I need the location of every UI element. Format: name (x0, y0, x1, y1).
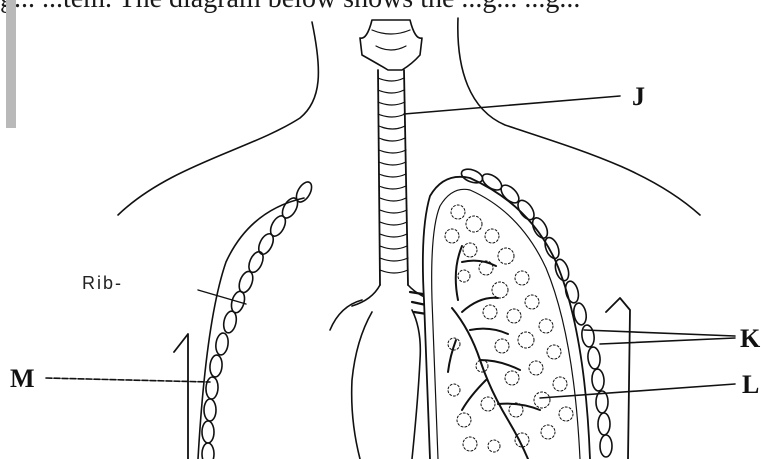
label-rib: Rib- (82, 274, 123, 292)
leader-line-k-lower (600, 338, 735, 344)
label-k: K (740, 326, 760, 352)
right-neck-outline (458, 18, 700, 215)
left-rib-chain (202, 179, 315, 459)
leader-line-m (46, 378, 210, 382)
label-j: J (632, 84, 645, 110)
left-lung-outline (198, 198, 304, 459)
trachea (378, 70, 408, 285)
heart-outline (352, 310, 421, 459)
leader-line-j (404, 96, 620, 114)
left-body-wall (174, 334, 188, 459)
larynx (360, 20, 422, 70)
leader-line-k-upper (584, 330, 735, 336)
right-body-wall (606, 298, 630, 459)
label-l: L (742, 372, 759, 398)
left-neck-outline (118, 22, 318, 215)
label-m: M (10, 366, 35, 392)
